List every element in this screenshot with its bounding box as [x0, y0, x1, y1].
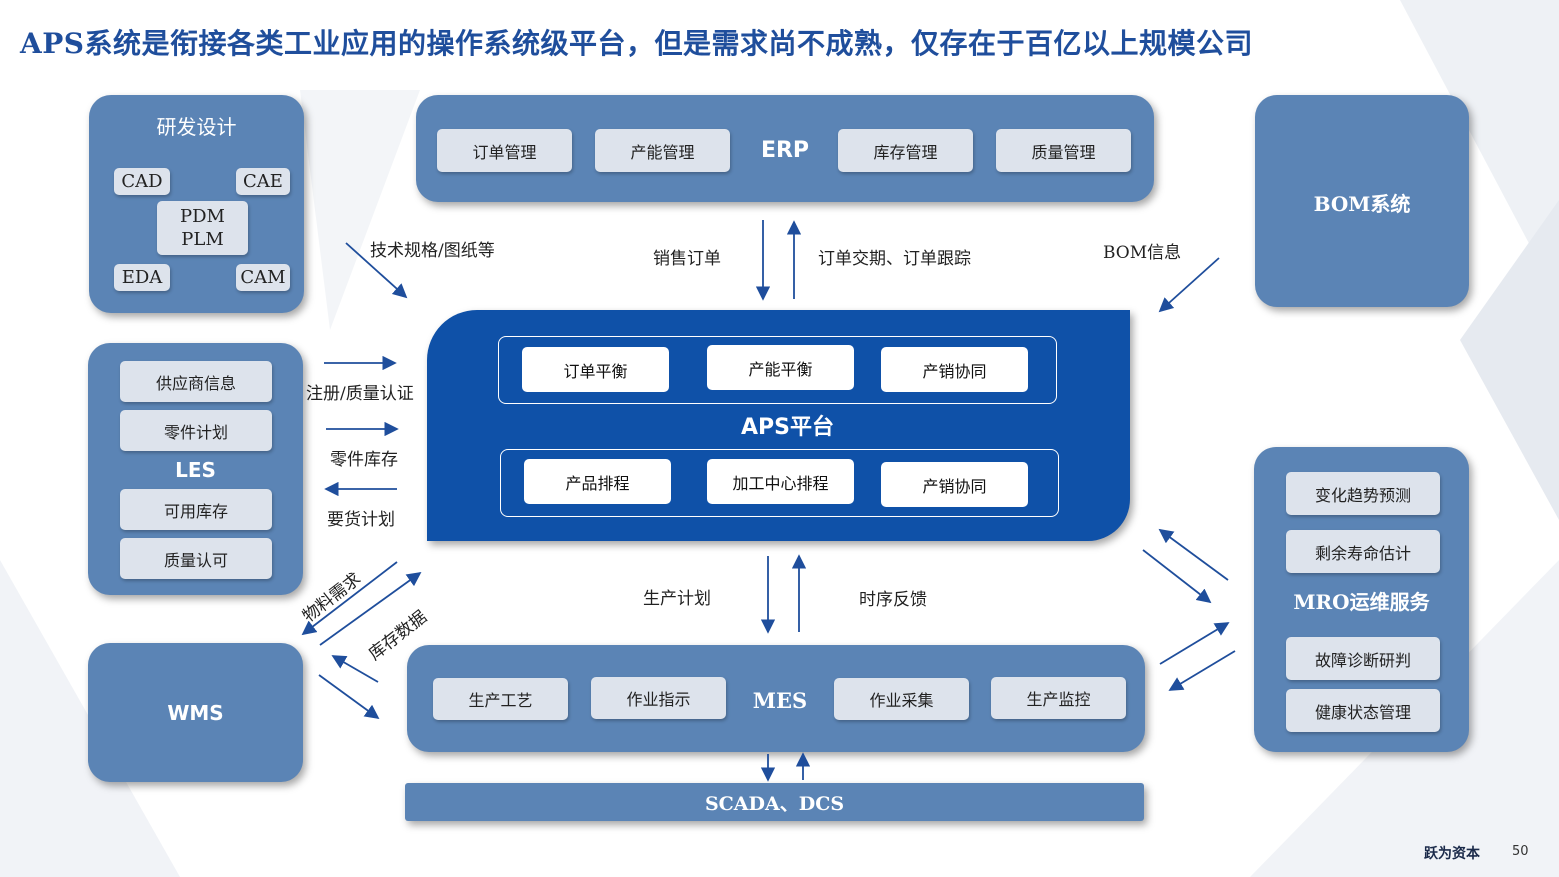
aps-order-balance: 订单平衡: [522, 347, 669, 392]
mro-item-life: 剩余寿命估计: [1286, 530, 1440, 573]
label-demand-plan: 要货计划: [327, 510, 395, 530]
erp-item-capacity: 产能管理: [595, 129, 730, 172]
page-number: 50: [1512, 844, 1529, 859]
aps-prod-sales-sync-bottom: 产销协同: [881, 462, 1028, 507]
label-prod-plan: 生产计划: [643, 589, 711, 609]
aps-title: APS平台: [741, 415, 834, 440]
eda-chip: EDA: [114, 264, 170, 291]
aps-bottom-group: [500, 449, 1059, 517]
arrow-wms-to-mes: [318, 674, 380, 720]
page-title: APS系统是衔接各类工业应用的操作系统级平台，但是需求尚不成熟，仅存在于百亿以上…: [20, 27, 1254, 60]
label-register: 注册/质量认证: [306, 384, 414, 404]
bom-title: BOM系统: [1313, 191, 1411, 216]
les-item-parts-plan: 零件计划: [120, 410, 272, 451]
arrow-wms-to-aps: [319, 571, 422, 646]
les-title: LES: [175, 458, 216, 482]
erp-item-stock: 库存管理: [838, 129, 973, 172]
bom-panel: [1255, 95, 1469, 307]
arrow-mes-to-mro: [1159, 622, 1230, 665]
mro-item-trend: 变化趋势预测: [1286, 472, 1440, 515]
aps-machining-schedule: 加工中心排程: [707, 459, 854, 504]
arrow-mes-to-wms: [331, 655, 379, 683]
mro-title: MRO运维服务: [1293, 589, 1430, 614]
erp-title: ERP: [760, 138, 810, 163]
les-item-quality-approval: 质量认可: [120, 538, 272, 579]
plm-label: PLM: [181, 229, 224, 250]
les-item-available-stock: 可用库存: [120, 489, 272, 530]
cad-chip: CAD: [114, 168, 170, 195]
arrow-bom-to-aps: [1158, 257, 1220, 313]
erp-item-quality: 质量管理: [996, 129, 1131, 172]
label-bom-info: BOM信息: [1103, 243, 1182, 263]
aps-prod-sales-sync-top: 产销协同: [881, 347, 1028, 392]
mes-item-monitor: 生产监控: [991, 677, 1126, 719]
mes-item-collection: 作业采集: [834, 678, 969, 720]
pdm-plm-chip: PDM PLM: [157, 201, 248, 255]
brand-logo: 跃为资本: [1424, 846, 1480, 862]
aps-product-schedule: 产品排程: [524, 459, 671, 504]
label-timing: 时序反馈: [859, 590, 927, 610]
label-sales-order: 销售订单: [653, 249, 721, 269]
arrow-mro-to-aps: [1158, 528, 1229, 581]
wms-title: WMS: [167, 701, 224, 725]
wms-panel: [88, 643, 303, 782]
les-item-supplier: 供应商信息: [120, 361, 272, 402]
erp-item-order: 订单管理: [437, 129, 572, 172]
mes-item-process: 生产工艺: [433, 678, 568, 720]
scada-bar: [405, 783, 1144, 821]
arrow-aps-to-wms: [301, 561, 398, 636]
label-order-track: 订单交期、订单跟踪: [818, 249, 971, 269]
aps-capacity-balance: 产能平衡: [707, 345, 854, 390]
cam-chip: CAM: [236, 264, 290, 291]
mro-item-health: 健康状态管理: [1286, 689, 1440, 732]
mes-item-instruction: 作业指示: [591, 677, 726, 719]
scada-title: SCADA、DCS: [704, 792, 845, 815]
arrow-mro-to-mes: [1168, 650, 1236, 691]
arrow-rd-to-aps: [345, 242, 408, 299]
rd-title: 研发设计: [156, 114, 237, 139]
mro-item-diagnosis: 故障诊断研判: [1286, 637, 1440, 680]
arrow-aps-to-mro: [1142, 549, 1212, 604]
aps-top-group: [498, 336, 1057, 404]
pdm-label: PDM: [180, 206, 225, 227]
label-parts-stock: 零件库存: [330, 450, 398, 470]
label-tech-spec: 技术规格/图纸等: [370, 241, 495, 261]
cae-chip: CAE: [236, 168, 290, 195]
mes-title: MES: [752, 687, 808, 713]
